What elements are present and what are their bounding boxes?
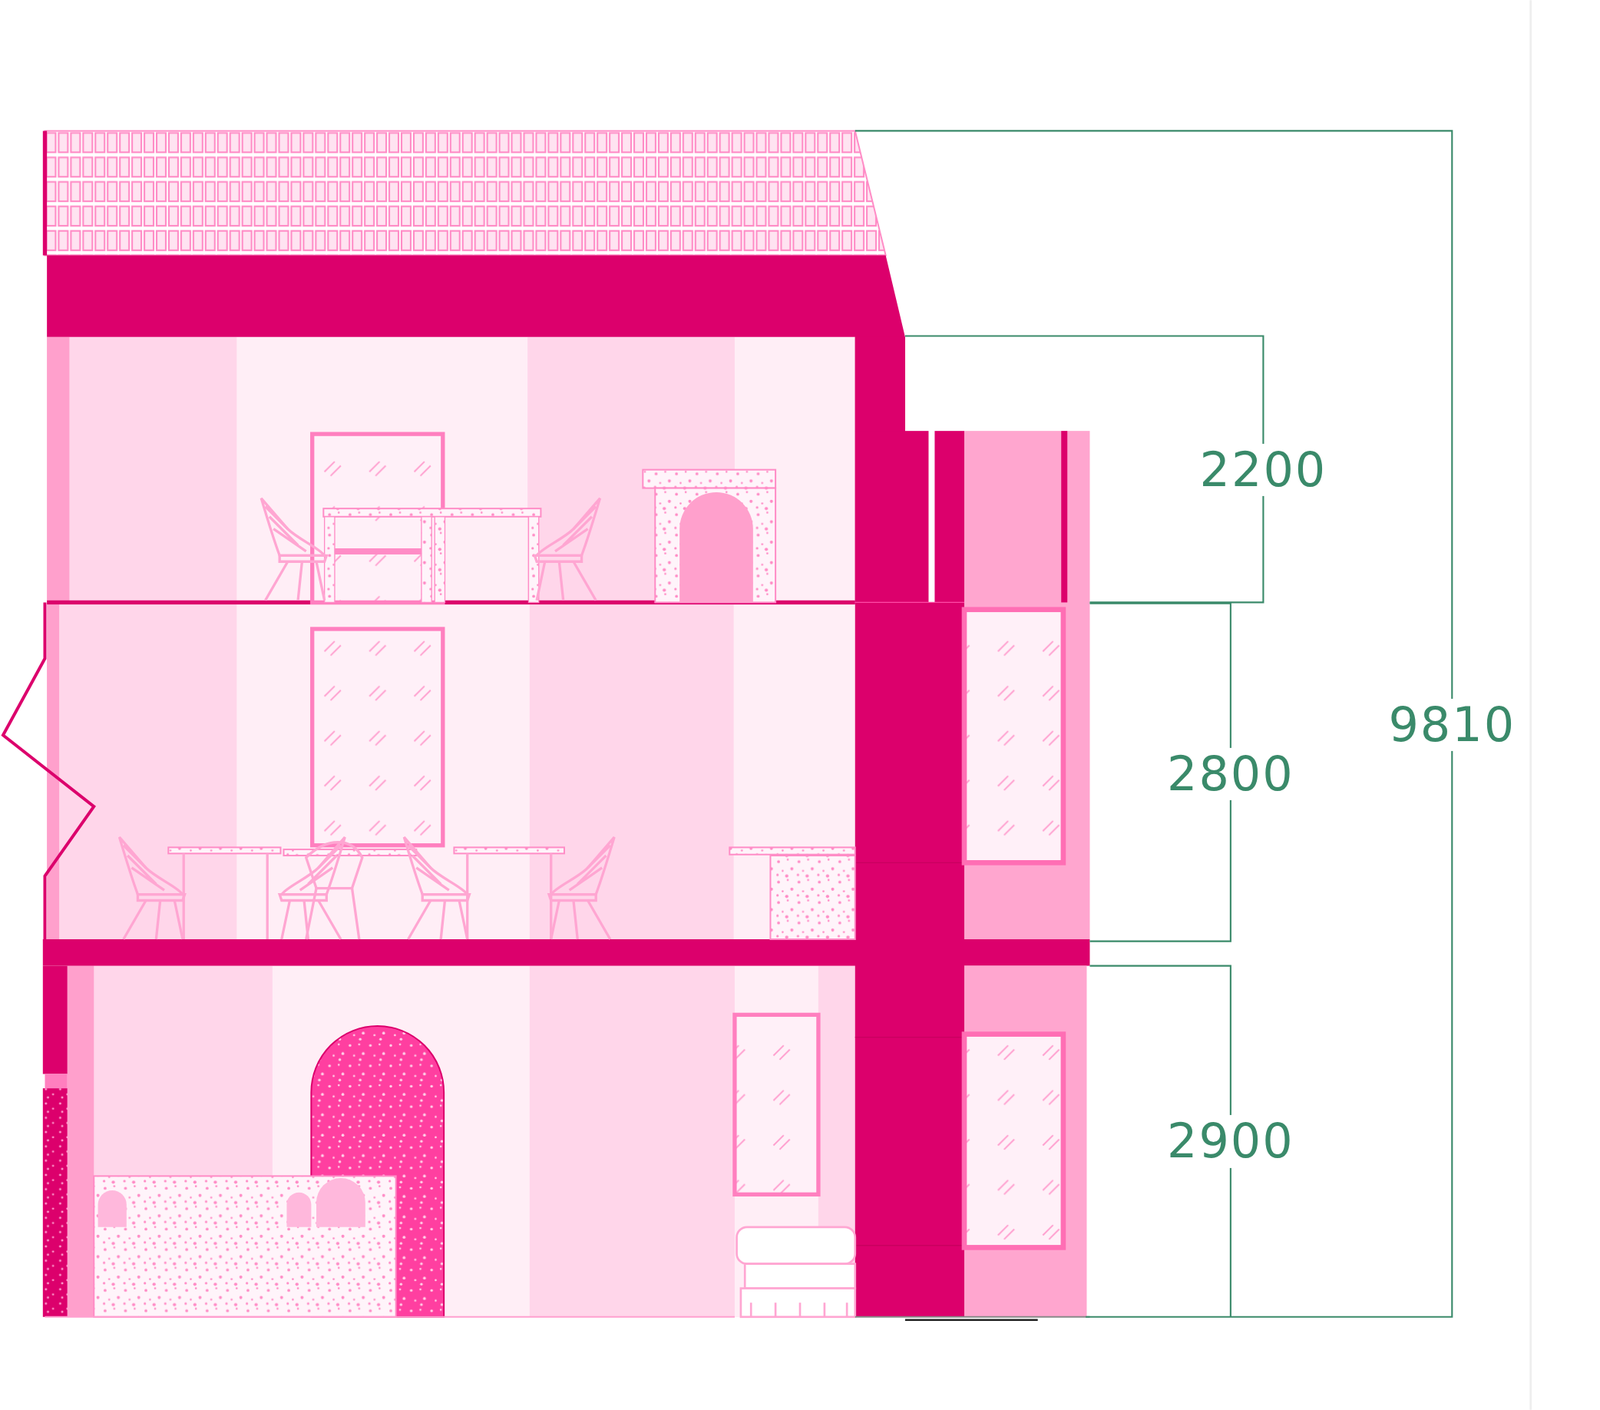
dimension-label: 2900: [1162, 1114, 1300, 1167]
roof-tiles: [44, 130, 886, 255]
dimension-lines: [855, 130, 1453, 1316]
middle-furniture: [119, 836, 856, 939]
dimension-label: 2200: [1194, 442, 1332, 496]
bay-outline: [3, 601, 94, 939]
upper-room: [46, 337, 856, 603]
ground-furniture: [93, 1025, 855, 1317]
dimension-label: 2800: [1162, 747, 1300, 800]
structure: [42, 130, 1091, 1316]
facade: [964, 430, 1090, 1317]
fireplace: [642, 469, 776, 603]
dimension-label: 9810: [1383, 698, 1521, 751]
upper-furniture: [261, 498, 600, 603]
ground-room: [67, 965, 856, 1317]
middle-room: [46, 604, 856, 939]
